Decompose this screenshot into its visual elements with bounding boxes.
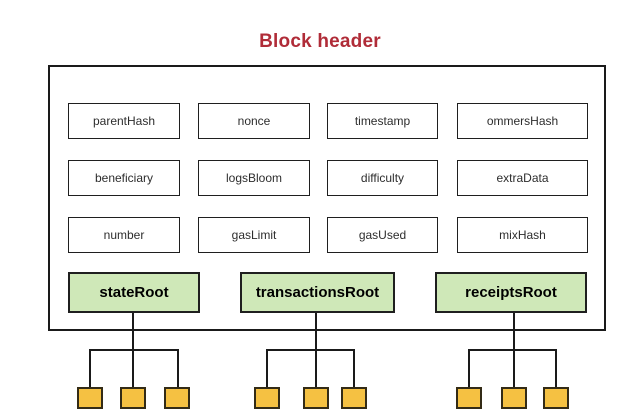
connector-line [266, 349, 355, 351]
connector-line [468, 349, 557, 351]
leaf-node [120, 387, 146, 409]
connector-line [89, 349, 91, 387]
field-nonce: nonce [198, 103, 310, 139]
field-gasused: gasUsed [327, 217, 438, 253]
field-ommershash: ommersHash [457, 103, 588, 139]
connector-line [266, 349, 268, 387]
field-number: number [68, 217, 180, 253]
connector-line [89, 349, 179, 351]
leaf-node [77, 387, 103, 409]
root-transactionsroot: transactionsRoot [240, 272, 395, 313]
connector-line [177, 349, 179, 387]
field-mixhash: mixHash [457, 217, 588, 253]
connector-line [468, 349, 470, 387]
root-stateroot: stateRoot [68, 272, 200, 313]
field-difficulty: difficulty [327, 160, 438, 196]
field-extradata: extraData [457, 160, 588, 196]
leaf-node [543, 387, 569, 409]
connector-line [555, 349, 557, 387]
leaf-node [341, 387, 367, 409]
leaf-node [501, 387, 527, 409]
field-beneficiary: beneficiary [68, 160, 180, 196]
field-parenthash: parentHash [68, 103, 180, 139]
leaf-node [456, 387, 482, 409]
leaf-node [303, 387, 329, 409]
diagram-title: Block header [259, 31, 381, 52]
field-logsbloom: logsBloom [198, 160, 310, 196]
root-receiptsroot: receiptsRoot [435, 272, 587, 313]
leaf-node [254, 387, 280, 409]
field-timestamp: timestamp [327, 103, 438, 139]
field-gaslimit: gasLimit [198, 217, 310, 253]
leaf-node [164, 387, 190, 409]
connector-line [353, 349, 355, 387]
